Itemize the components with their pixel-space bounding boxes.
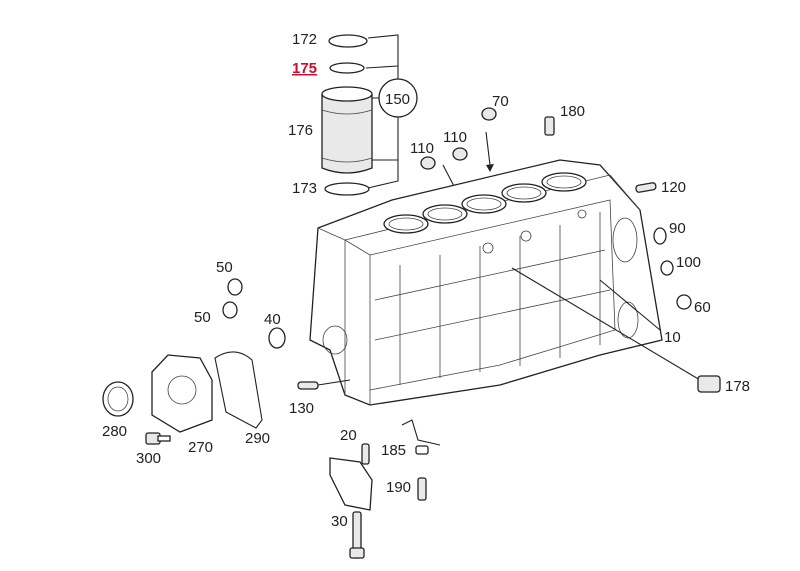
label-130[interactable]: 130: [289, 400, 314, 417]
engine-block[interactable]: [309, 159, 663, 406]
part-110-plug-b[interactable]: [452, 147, 468, 161]
label-30[interactable]: 30: [331, 513, 348, 530]
part-172-seal-ring[interactable]: [328, 34, 368, 48]
part-50-plug-b[interactable]: [222, 301, 238, 319]
part-120-pin[interactable]: [635, 182, 657, 193]
leader-10: [599, 279, 661, 331]
part-100-plug[interactable]: [660, 260, 674, 276]
part-180-pin[interactable]: [544, 116, 555, 136]
label-70[interactable]: 70: [492, 93, 509, 110]
callout-labels: 172 175 150 176 173 70 180 110 110 120 9…: [102, 31, 750, 530]
label-100[interactable]: 100: [676, 254, 701, 271]
label-110-a[interactable]: 110: [410, 140, 434, 157]
label-176[interactable]: 176: [288, 122, 313, 139]
label-50-a[interactable]: 50: [216, 259, 233, 276]
part-190-bolt[interactable]: [417, 477, 427, 501]
part-70-plug[interactable]: [481, 107, 497, 121]
label-90[interactable]: 90: [669, 220, 686, 237]
label-190[interactable]: 190: [386, 479, 411, 496]
label-40[interactable]: 40: [264, 311, 281, 328]
part-60-seal[interactable]: [676, 294, 692, 310]
label-150[interactable]: 150: [385, 91, 410, 108]
label-173[interactable]: 173: [292, 180, 317, 197]
part-bearing-cap[interactable]: [329, 457, 373, 511]
part-175-seal-ring[interactable]: [329, 62, 365, 74]
part-50-plug-a[interactable]: [227, 278, 243, 296]
part-173-seal-ring[interactable]: [324, 182, 370, 196]
label-120[interactable]: 120: [661, 179, 686, 196]
part-185-pipe[interactable]: [401, 419, 441, 446]
part-110-plug-a[interactable]: [420, 156, 436, 170]
label-180[interactable]: 180: [560, 103, 585, 120]
label-178[interactable]: 178: [725, 378, 750, 395]
leader-178: [511, 267, 701, 381]
label-10[interactable]: 10: [664, 329, 681, 346]
part-40-seal[interactable]: [268, 327, 286, 349]
part-20-pin[interactable]: [361, 443, 370, 465]
part-176-cylinder-liner[interactable]: [321, 94, 373, 174]
part-130-pin[interactable]: [297, 381, 319, 390]
part-178-sensor[interactable]: [697, 375, 721, 393]
part-270-rear-cover[interactable]: [151, 354, 213, 433]
liner-group: [321, 34, 418, 196]
label-175[interactable]: 175: [292, 60, 317, 77]
callout-circle-150: [378, 78, 418, 118]
label-280[interactable]: 280: [102, 423, 127, 440]
label-50-b[interactable]: 50: [194, 309, 211, 326]
label-185[interactable]: 185: [381, 442, 406, 459]
part-300-bolt[interactable]: [145, 432, 171, 445]
label-110-b[interactable]: 110: [443, 129, 467, 146]
label-60[interactable]: 60: [694, 299, 711, 316]
label-172[interactable]: 172: [292, 31, 317, 48]
part-290-gasket[interactable]: [214, 351, 263, 429]
liner-top: [321, 86, 373, 102]
label-290[interactable]: 290: [245, 430, 270, 447]
part-90-plug[interactable]: [653, 227, 667, 245]
label-270[interactable]: 270: [188, 439, 213, 456]
label-20[interactable]: 20: [340, 427, 357, 444]
label-300[interactable]: 300: [136, 450, 161, 467]
